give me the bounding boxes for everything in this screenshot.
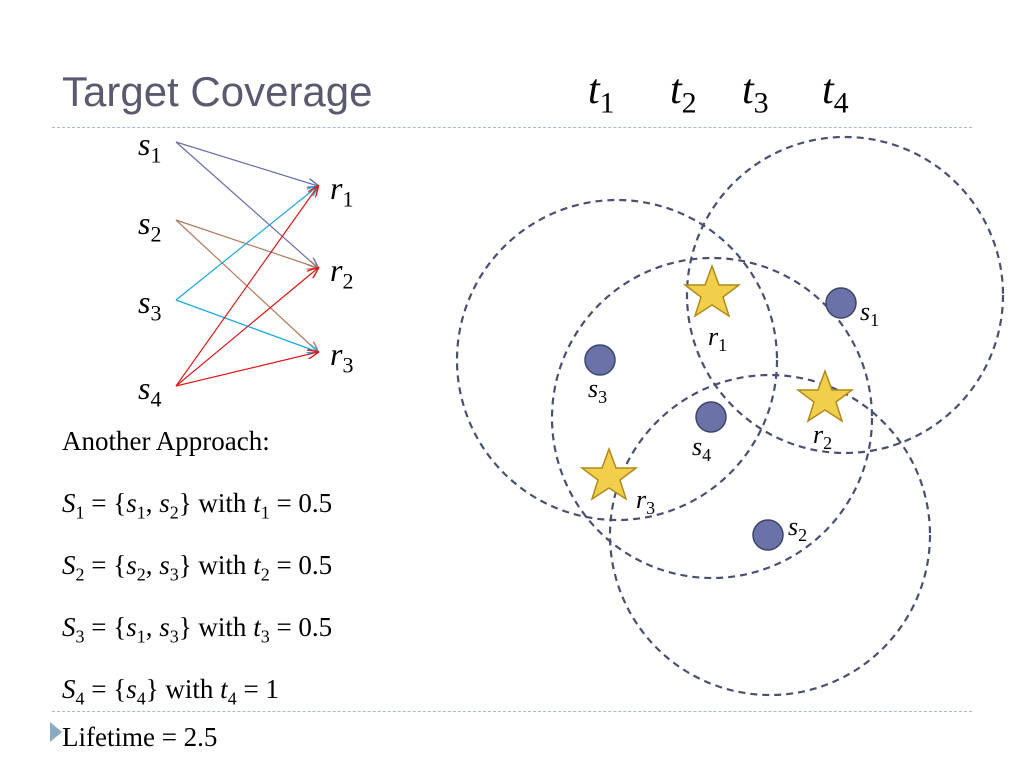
time-label-t3: t3 <box>742 67 769 120</box>
lifetime-text: Lifetime = 2.5 <box>62 722 218 752</box>
edge-s1-r2 <box>175 141 318 268</box>
bipartite-target-label-r2: r2 <box>330 252 354 294</box>
sensor-label-s2: s2 <box>788 512 807 545</box>
coverage-circle-s3 <box>455 198 779 522</box>
target-star-r3-icon <box>579 446 639 501</box>
bipartite-sensor-label-s2: s2 <box>138 205 162 247</box>
edge-s2-r3 <box>175 219 318 352</box>
coverage-circle-s4 <box>550 256 874 580</box>
set-line-3: S3 = {s1, s3} with t3 = 0.5 <box>62 612 333 647</box>
set-line-1: S1 = {s1, s2} with t1 = 0.5 <box>62 488 333 523</box>
edge-s4-r2 <box>175 268 318 387</box>
target-label-r1: r1 <box>708 322 727 355</box>
sensor-node-s4 <box>695 401 727 433</box>
bipartite-sensor-label-s1: s1 <box>138 126 162 168</box>
edge-s4-r3 <box>175 352 318 387</box>
bipartite-sensor-label-s3: s3 <box>138 284 162 326</box>
target-label-r2: r2 <box>813 420 832 453</box>
set-line-2: S2 = {s2, s3} with t2 = 0.5 <box>62 550 333 585</box>
sensor-label-s1: s1 <box>860 297 879 330</box>
set-line-4: S4 = {s4} with t4 = 1 <box>62 674 279 709</box>
time-label-t1: t1 <box>588 67 615 120</box>
edge-s3-r1 <box>175 186 318 301</box>
sensor-node-s3 <box>584 344 616 376</box>
edge-s1-r1 <box>175 141 318 186</box>
bullet-arrow-icon <box>50 722 62 742</box>
sensor-label-s4: s4 <box>692 432 711 465</box>
bipartite-target-label-r1: r1 <box>330 170 354 212</box>
edge-s3-r3 <box>175 299 318 352</box>
target-label-r3: r3 <box>636 485 655 518</box>
time-label-t4: t4 <box>822 67 849 120</box>
slide-title: Target Coverage <box>62 68 373 115</box>
edge-s2-r2 <box>175 219 318 268</box>
coverage-circle-s2 <box>608 373 932 697</box>
bipartite-sensor-label-s4: s4 <box>138 370 162 412</box>
time-label-t2: t2 <box>670 67 697 120</box>
sensor-node-s1 <box>825 287 857 319</box>
sensor-label-s3: s3 <box>588 374 607 407</box>
approach-heading: Another Approach: <box>62 426 270 456</box>
coverage-circle-s1 <box>685 135 1005 455</box>
target-star-r2-icon <box>795 368 855 423</box>
title-divider <box>52 127 972 128</box>
footer-divider <box>52 711 972 712</box>
bipartite-target-label-r3: r3 <box>330 336 354 378</box>
edge-s4-r1 <box>175 186 318 387</box>
sensor-node-s2 <box>752 519 784 551</box>
target-star-r1-icon <box>682 263 742 318</box>
